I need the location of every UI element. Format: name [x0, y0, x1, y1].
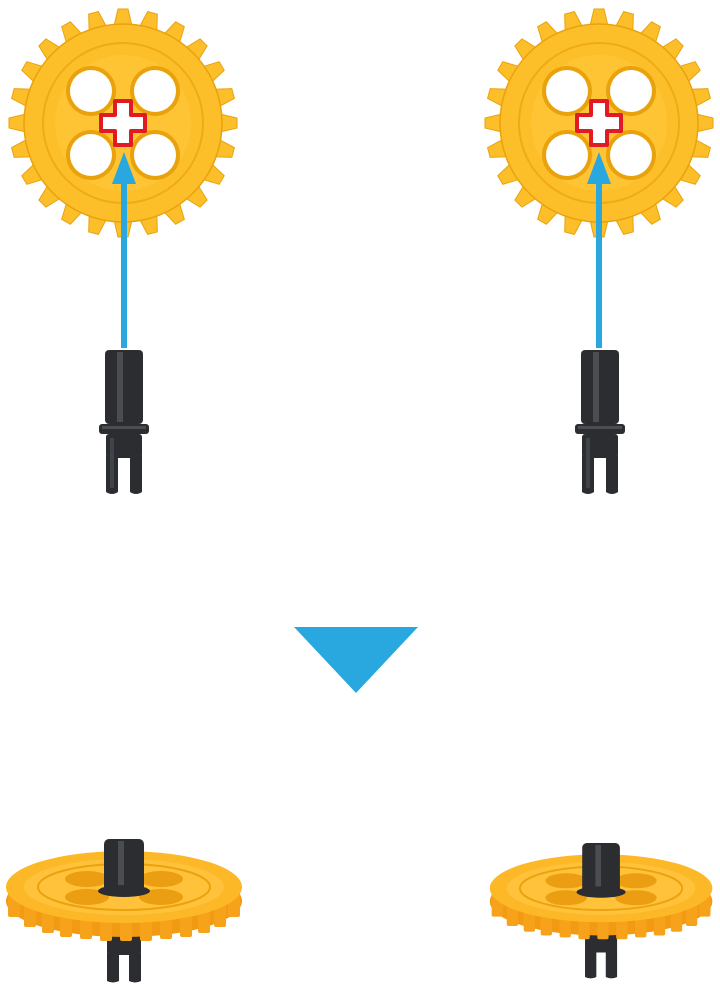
axle-pin-icon: [96, 348, 152, 496]
axle-pin-icon: [98, 839, 150, 897]
axle-pin-icon: [107, 935, 141, 983]
axle-pin-icon: [572, 348, 628, 496]
assembled-gear-pin: [486, 835, 718, 985]
down-triangle-icon: [294, 627, 418, 695]
axle-pin-icon: [577, 843, 626, 898]
insert-arrow-icon: [108, 150, 140, 350]
assembled-gear-pin: [2, 835, 248, 985]
insert-arrow-icon: [583, 150, 615, 350]
axle-pin-icon: [585, 934, 617, 979]
